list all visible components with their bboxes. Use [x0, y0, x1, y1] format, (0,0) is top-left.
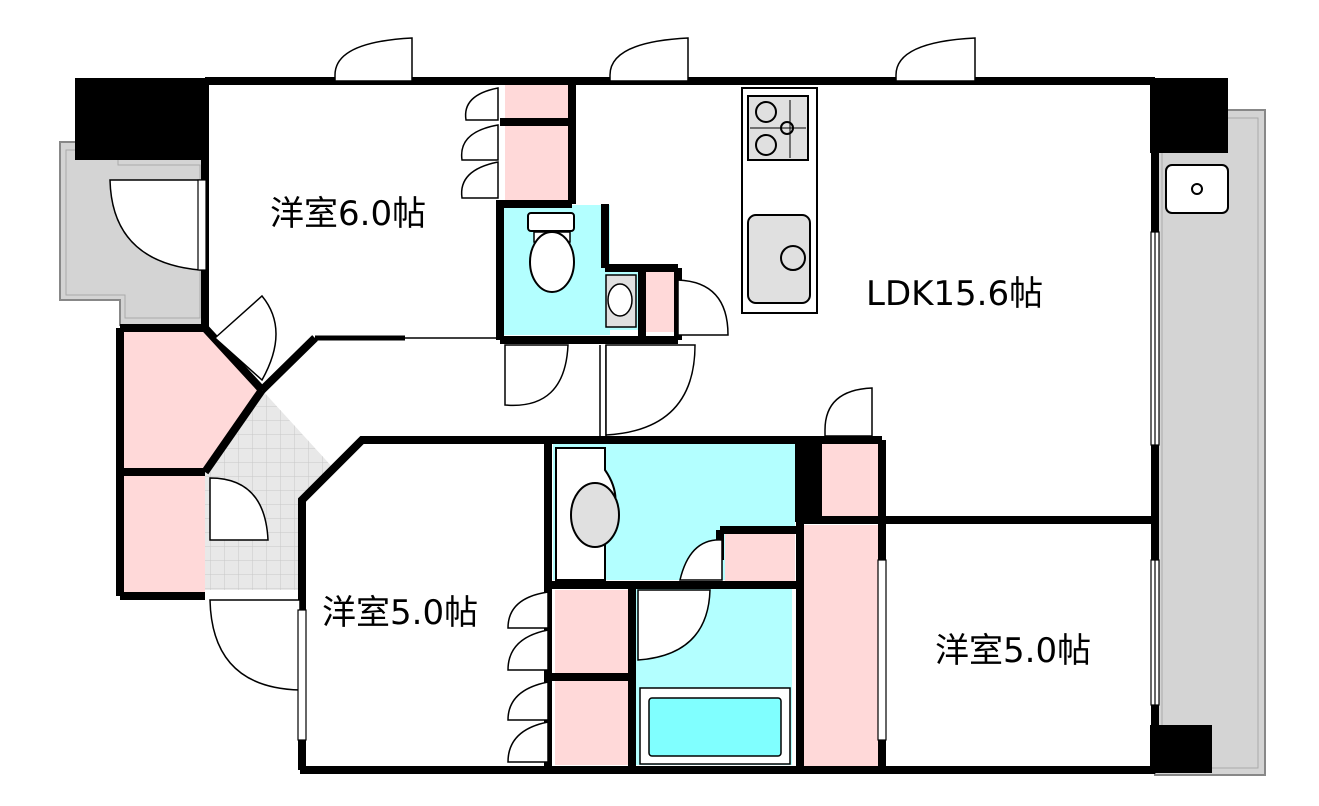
kitchen-counter [741, 87, 818, 314]
room-label-ldk: LDK15.6帖 [866, 274, 1043, 314]
bathtub-icon [639, 687, 791, 765]
sink-icon [747, 214, 811, 304]
balcony-sink-icon [1165, 164, 1229, 214]
columns [75, 78, 1228, 773]
room-label-western-6: 洋室6.0帖 [270, 194, 426, 234]
hand-basin-icon [605, 274, 637, 328]
balcony-right [1154, 109, 1266, 776]
stove-icon [747, 95, 809, 161]
storage-areas [120, 85, 882, 768]
washbasin-icon [555, 447, 620, 581]
room-label-western-5b: 洋室5.0帖 [935, 631, 1091, 671]
windows [197, 179, 1160, 741]
closet-doors [460, 87, 549, 763]
door-swings [109, 37, 976, 691]
room-label-western-5a: 洋室5.0帖 [322, 593, 478, 633]
toilet-icon [527, 212, 575, 293]
